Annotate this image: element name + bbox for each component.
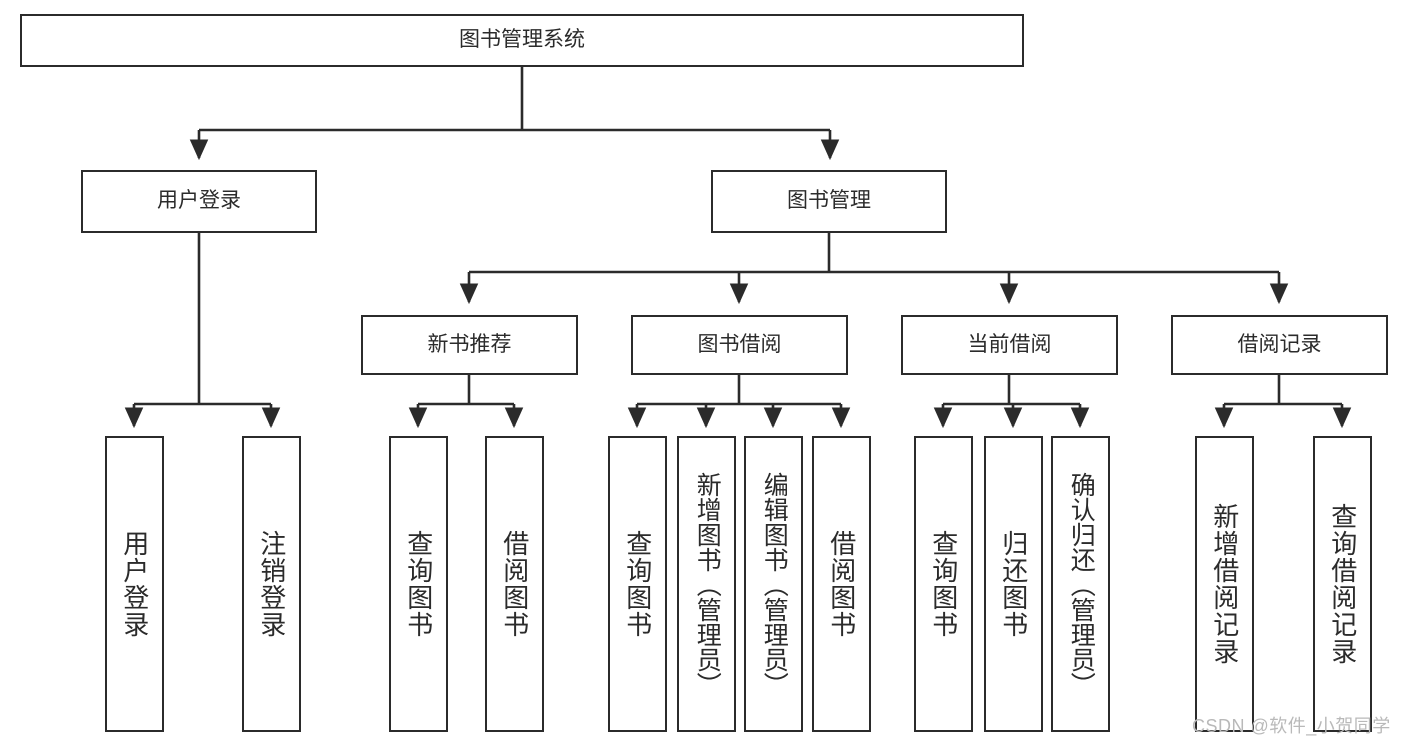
node-leaf-logout-label: 注销登录: [256, 530, 287, 638]
node-leaf-query-book-2-label: 查询图书: [622, 530, 653, 638]
node-book-manage[interactable]: 图书管理: [711, 170, 947, 233]
node-leaf-borrow-book-1-label: 借阅图书: [499, 530, 530, 638]
node-leaf-borrow-book-2-label: 借阅图书: [826, 530, 857, 638]
node-leaf-edit-book[interactable]: 编辑图书（管理员）: [744, 436, 803, 732]
node-book-borrow[interactable]: 图书借阅: [631, 315, 848, 375]
node-root-label: 图书管理系统: [459, 28, 585, 52]
node-book-borrow-label: 图书借阅: [697, 332, 782, 356]
node-new-book-rec[interactable]: 新书推荐: [361, 315, 578, 375]
node-leaf-borrow-book-1[interactable]: 借阅图书: [485, 436, 544, 732]
node-new-book-rec-label: 新书推荐: [427, 332, 512, 356]
node-leaf-user-login[interactable]: 用户登录: [105, 436, 164, 732]
node-leaf-confirm-return[interactable]: 确认归还（管理员）: [1051, 436, 1110, 732]
node-leaf-query-book-1[interactable]: 查询图书: [389, 436, 448, 732]
node-leaf-query-book-2[interactable]: 查询图书: [608, 436, 667, 732]
node-book-manage-label: 图书管理: [787, 189, 871, 213]
node-user-login[interactable]: 用户登录: [81, 170, 317, 233]
node-leaf-user-login-label: 用户登录: [119, 530, 150, 638]
node-leaf-confirm-return-label: 确认归还（管理员）: [1067, 471, 1096, 697]
node-leaf-return-book-label: 归还图书: [998, 530, 1029, 638]
node-borrow-record-label: 借阅记录: [1237, 332, 1322, 356]
node-leaf-add-record-label: 新增借阅记录: [1209, 503, 1240, 665]
node-leaf-query-record[interactable]: 查询借阅记录: [1313, 436, 1372, 732]
node-leaf-return-book[interactable]: 归还图书: [984, 436, 1043, 732]
node-leaf-borrow-book-2[interactable]: 借阅图书: [812, 436, 871, 732]
node-user-login-label: 用户登录: [157, 189, 241, 213]
node-leaf-logout[interactable]: 注销登录: [242, 436, 301, 732]
node-leaf-add-book-label: 新增图书（管理员）: [693, 471, 722, 697]
node-leaf-query-book-3-label: 查询图书: [928, 530, 959, 638]
node-leaf-add-record[interactable]: 新增借阅记录: [1195, 436, 1254, 732]
node-leaf-query-book-1-label: 查询图书: [403, 530, 434, 638]
node-current-borrow[interactable]: 当前借阅: [901, 315, 1118, 375]
node-leaf-query-record-label: 查询借阅记录: [1327, 503, 1358, 665]
node-root[interactable]: 图书管理系统: [20, 14, 1024, 67]
csdn-watermark: CSDN @软件_小贺同学: [1192, 716, 1391, 736]
node-current-borrow-label: 当前借阅: [967, 332, 1052, 356]
node-leaf-edit-book-label: 编辑图书（管理员）: [760, 471, 789, 697]
node-leaf-add-book[interactable]: 新增图书（管理员）: [677, 436, 736, 732]
node-borrow-record[interactable]: 借阅记录: [1171, 315, 1388, 375]
node-leaf-query-book-3[interactable]: 查询图书: [914, 436, 973, 732]
